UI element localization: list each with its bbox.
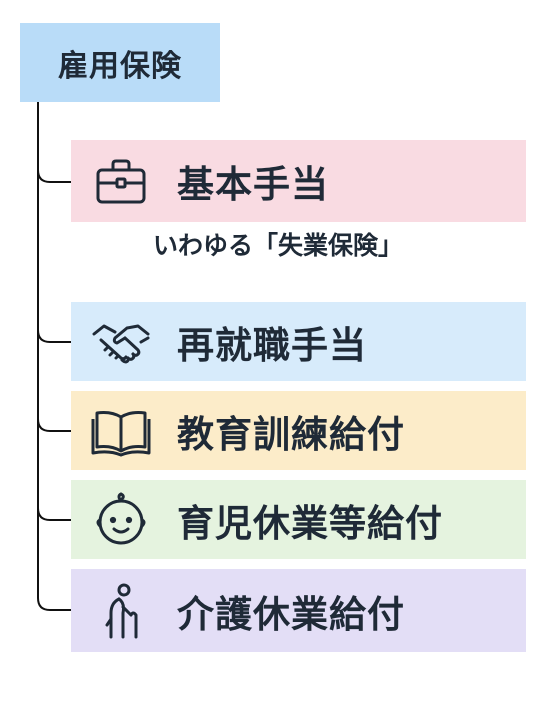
root-label: 雇用保険 bbox=[58, 48, 182, 84]
education-training-benefit-label: 教育訓練給付 bbox=[177, 412, 405, 456]
branch-childcare-leave-benefit: 育児休業等給付 bbox=[71, 480, 526, 559]
open-book-icon bbox=[91, 410, 151, 456]
basic-allowance-label: 基本手当 bbox=[177, 163, 329, 206]
nursing-care-leave-benefit-label: 介護休業給付 bbox=[177, 592, 405, 636]
childcare-leave-benefit-label: 育児休業等給付 bbox=[177, 501, 443, 545]
branch-basic-allowance: 基本手当 bbox=[71, 140, 526, 222]
briefcase-icon bbox=[96, 159, 146, 204]
root-node: 雇用保険 bbox=[20, 23, 220, 102]
basic-allowance-note: いわゆる「失業保険」 bbox=[153, 231, 404, 260]
baby-face-icon bbox=[96, 491, 146, 544]
branch-reemployment-allowance: 再就職手当 bbox=[71, 302, 526, 381]
branch-nursing-care-leave-benefit: 介護休業給付 bbox=[71, 569, 526, 652]
handshake-icon bbox=[92, 324, 150, 363]
reemployment-allowance-label: 再就職手当 bbox=[177, 323, 367, 367]
branch-education-training-benefit: 教育訓練給付 bbox=[71, 391, 526, 470]
elderly-person-with-cane-icon bbox=[105, 583, 138, 638]
